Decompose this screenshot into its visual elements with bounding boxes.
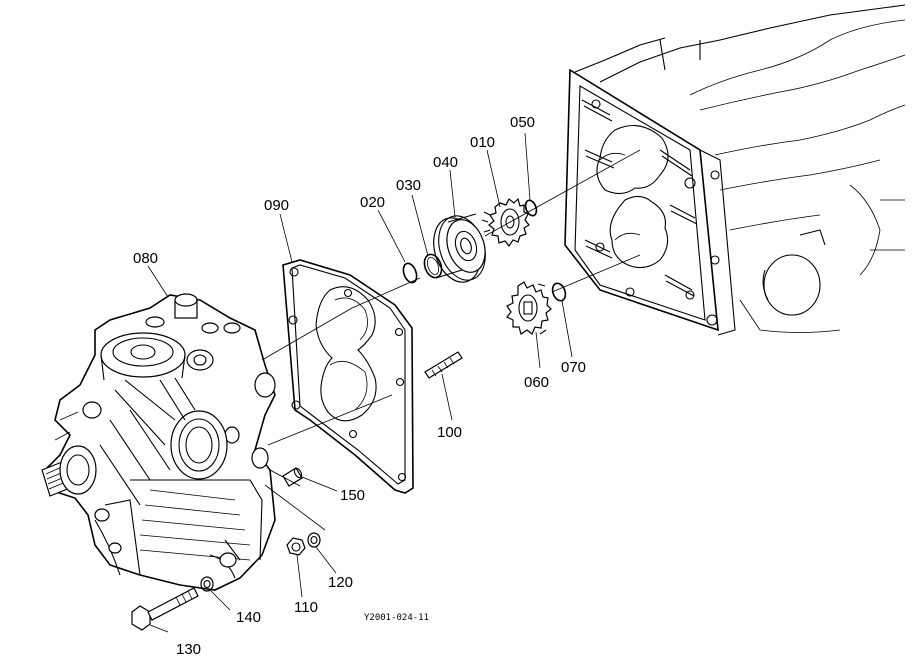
callout-120: 120	[328, 574, 353, 591]
gasket-090	[282, 259, 414, 494]
callout-030: 030	[396, 177, 421, 194]
reference-code: Y2001-024-11	[364, 613, 429, 623]
callout-040: 040	[433, 154, 458, 171]
callout-130: 130	[176, 641, 201, 658]
ring-030	[423, 253, 443, 279]
callout-070: 070	[561, 359, 586, 376]
circlip-020	[402, 262, 418, 284]
callout-150: 150	[340, 487, 365, 504]
callout-110: 110	[294, 599, 318, 616]
transmission-housing	[564, 4, 906, 336]
pin-150	[282, 467, 303, 487]
callout-050: 050	[510, 114, 535, 131]
circlip-050	[524, 199, 538, 217]
callout-100: 100	[437, 424, 462, 441]
callout-140: 140	[236, 609, 261, 626]
callout-060: 060	[524, 374, 549, 391]
callout-080: 080	[133, 250, 158, 267]
stud-100	[424, 351, 463, 379]
circlip-070	[551, 282, 567, 302]
callout-020: 020	[360, 194, 385, 211]
gear-060	[506, 281, 552, 335]
washer-140	[200, 576, 214, 592]
callout-090: 090	[264, 197, 289, 214]
bearing-040	[433, 213, 486, 283]
callout-010: 010	[470, 134, 495, 151]
callout-leaders	[147, 132, 573, 633]
washer-120	[307, 532, 321, 548]
nut-110	[286, 537, 306, 556]
assembly-lines	[261, 149, 641, 531]
bolt-130	[131, 587, 199, 631]
pump-assembly-080	[41, 293, 276, 591]
gear-010	[481, 197, 530, 248]
